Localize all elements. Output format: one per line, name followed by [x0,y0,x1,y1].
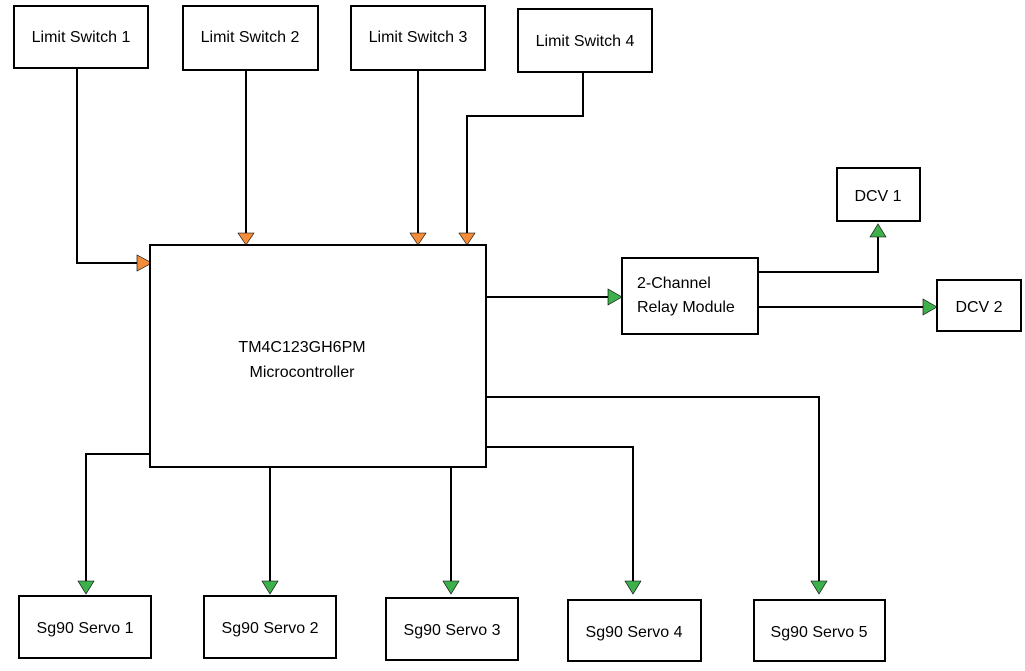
arrowhead-dcv-2 [922,298,938,316]
arrowhead-limit-switch-4 [458,232,476,246]
limit-switch-4-label: Limit Switch 4 [536,33,635,50]
dcv-2-label: DCV 2 [955,299,1002,316]
servo-3: Sg90 Servo 3 [385,597,519,661]
limit-switch-1-label: Limit Switch 1 [32,29,131,46]
arrowhead-servo-3 [442,580,460,595]
arrowhead-dcv-1 [869,223,887,238]
servo-3-label: Sg90 Servo 3 [404,622,501,639]
servo-2: Sg90 Servo 2 [203,595,337,659]
servo-1-label: Sg90 Servo 1 [37,620,134,637]
arrowhead-limit-switch-3 [409,232,427,246]
microcontroller-label: Microcontroller [250,364,356,381]
relay-module: 2-Channel Relay Module [621,257,759,335]
wire-servo-1 [85,453,150,582]
arrowhead-relay [607,288,623,306]
microcontroller-model: TM4C123GH6PM [238,339,365,356]
servo-2-label: Sg90 Servo 2 [222,620,319,637]
wire-limit-switch-1 [76,68,140,264]
wire-dcv-1 [758,235,879,273]
limit-switch-2-label: Limit Switch 2 [201,29,300,46]
arrowhead-servo-4 [624,580,642,595]
relay-module-line1: 2-Channel [637,275,711,292]
connections [76,68,925,582]
arrowhead-servo-5 [810,580,828,595]
arrowhead-servo-1 [77,580,95,595]
wire-limit-switch-4 [466,72,584,235]
limit-switch-3: Limit Switch 3 [350,5,486,71]
dcv-2: DCV 2 [936,279,1022,332]
limit-switch-1: Limit Switch 1 [13,5,149,69]
limit-switch-3-label: Limit Switch 3 [369,29,468,46]
limit-switch-2: Limit Switch 2 [182,5,319,71]
limit-switch-4: Limit Switch 4 [517,8,653,73]
arrowhead-limit-switch-1 [136,254,153,272]
arrowhead-limit-switch-2 [237,232,255,246]
servo-4: Sg90 Servo 4 [567,599,702,662]
dcv-1-label: DCV 1 [854,188,901,205]
servo-5-label: Sg90 Servo 5 [771,624,868,641]
arrowhead-servo-2 [261,580,279,595]
servo-4-label: Sg90 Servo 4 [586,624,683,641]
dcv-1: DCV 1 [836,167,921,222]
relay-module-line2: Relay Module [637,299,735,316]
wire-servo-4 [486,446,634,582]
microcontroller: TM4C123GH6PM Microcontroller [149,244,487,468]
wire-servo-5 [486,396,820,582]
servo-5: Sg90 Servo 5 [753,599,886,662]
arrowheads [77,223,938,595]
servo-1: Sg90 Servo 1 [18,595,152,659]
